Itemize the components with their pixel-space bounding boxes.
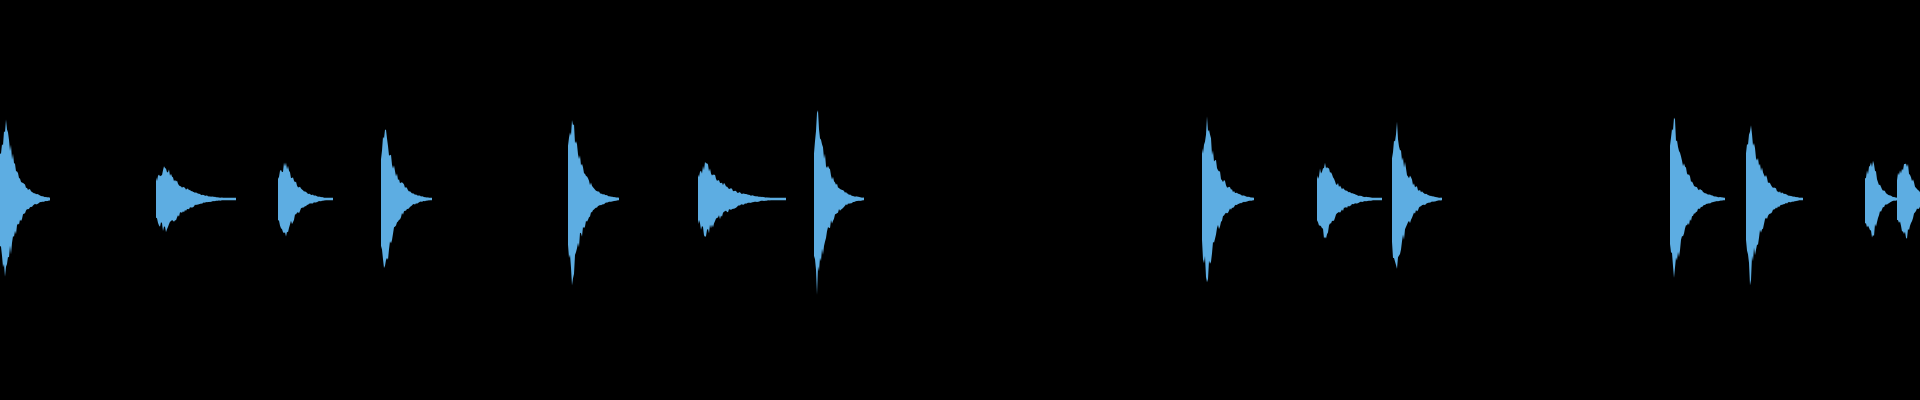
waveform-burst	[381, 129, 432, 268]
waveform-burst	[1746, 125, 1803, 286]
waveform-bursts	[0, 110, 1920, 295]
waveform-burst	[1670, 117, 1725, 278]
waveform-burst	[698, 161, 786, 237]
waveform-burst	[1202, 116, 1254, 283]
waveform-burst	[1392, 121, 1442, 269]
waveform-burst	[0, 119, 50, 277]
waveform-burst	[1317, 162, 1382, 239]
waveform-burst	[814, 110, 864, 295]
waveform-burst	[1897, 163, 1920, 239]
waveform-burst	[568, 120, 619, 286]
waveform-burst	[156, 166, 236, 233]
waveform-burst	[1865, 160, 1897, 238]
waveform-burst	[278, 162, 333, 237]
